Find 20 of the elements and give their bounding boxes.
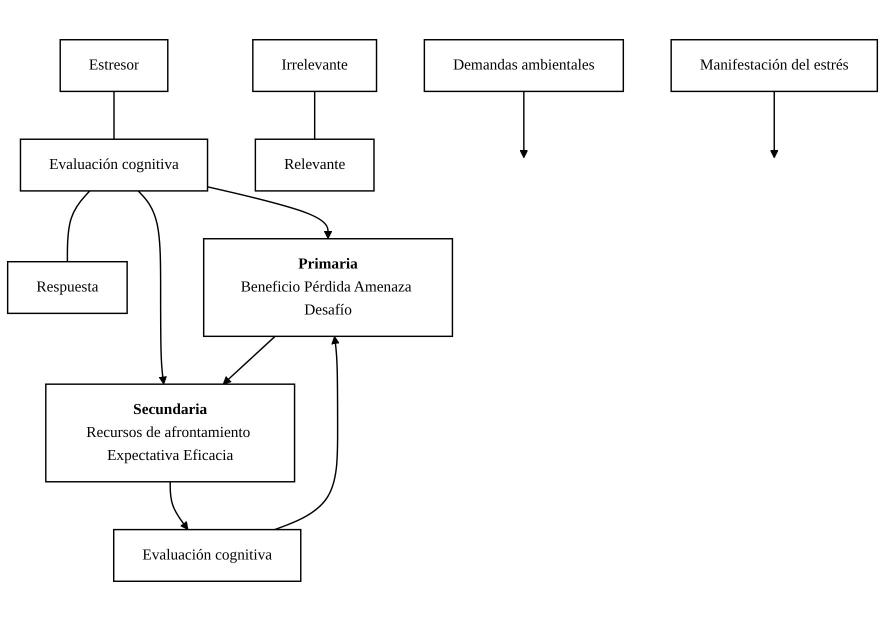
node-box: Relevante: [254, 138, 375, 192]
node-box: Demandas ambientales: [424, 39, 624, 92]
node-box: Secundaria Recursos de afrontamiento Expectativa Eficacia: [45, 383, 296, 482]
arrow: [207, 186, 332, 240]
node-box: Primaria Beneficio Pérdida Amenaza Desafío: [202, 238, 454, 338]
node-box: Irrelevante: [252, 39, 378, 92]
arrow: [138, 190, 167, 385]
connector: [66, 190, 90, 262]
node-box: Estresor: [60, 39, 169, 92]
arrow: [520, 91, 528, 158]
node-box: Respuesta: [6, 260, 128, 314]
node-box: Evaluación cognitiva: [112, 528, 302, 582]
arrow: [222, 336, 276, 385]
arrow: [169, 482, 188, 530]
arrow: [770, 91, 778, 158]
node-box: Evaluación cognitiva: [20, 138, 208, 192]
connector: [314, 91, 316, 140]
arrow: [274, 336, 340, 530]
node-box: Manifestación del estrés: [670, 39, 878, 92]
connector: [113, 91, 115, 140]
